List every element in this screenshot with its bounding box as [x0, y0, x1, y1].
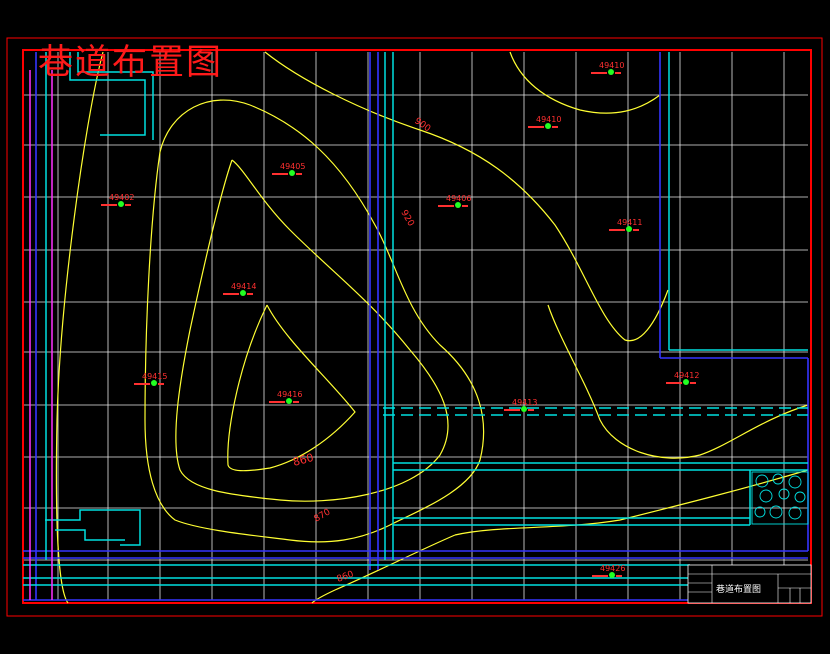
borehole: 49410 — [591, 61, 624, 75]
borehole-id: 49416 — [277, 390, 302, 399]
borehole-id: 49413 — [512, 398, 537, 407]
gravel-patch — [751, 471, 809, 525]
borehole-dot — [608, 69, 614, 75]
borehole: 49415 — [134, 372, 167, 386]
gravel-stone — [769, 505, 783, 519]
borehole-id: 49411 — [617, 218, 642, 227]
tunnel-line — [45, 509, 141, 546]
borehole-dot — [118, 201, 124, 207]
borehole-dot — [240, 290, 246, 296]
gravel-stone — [788, 475, 802, 489]
gravel-stone — [755, 474, 769, 488]
tunnel-line — [55, 529, 125, 541]
borehole-dot — [626, 226, 632, 232]
title-block-border — [687, 564, 812, 604]
gravel-stone — [754, 506, 766, 518]
gravel-patch-border — [751, 471, 809, 525]
gravel-stone — [794, 491, 806, 503]
borehole-dot — [521, 406, 527, 412]
tunnels-blue — [23, 52, 809, 601]
contour-line — [264, 51, 669, 342]
magenta-lines — [29, 70, 53, 600]
borehole-dot — [545, 123, 551, 129]
borehole-dot — [286, 398, 292, 404]
contour-line — [547, 304, 809, 459]
tunnels-cyan — [23, 52, 808, 586]
borehole-dot — [151, 380, 157, 386]
borehole-id: 49410 — [599, 61, 624, 70]
outer-frame — [6, 37, 823, 617]
borehole: 49413 — [504, 398, 537, 412]
borehole-id: 49415 — [142, 372, 167, 381]
title-block: 巷道布置图 — [687, 564, 812, 604]
contour-line — [144, 99, 485, 543]
borehole-dot — [609, 572, 615, 578]
borehole: 49414 — [223, 282, 256, 296]
borehole: 49411 — [609, 218, 642, 232]
contour-line — [509, 51, 661, 114]
borehole-id: 49402 — [109, 193, 134, 202]
borehole-id: 49426 — [600, 564, 625, 573]
inner-frame — [22, 49, 812, 604]
borehole-id: 49414 — [231, 282, 256, 291]
borehole-id: 49412 — [674, 371, 699, 380]
contour-line — [227, 304, 356, 472]
borehole: 49405 — [272, 162, 305, 176]
borehole-dot — [455, 202, 461, 208]
borehole: 49406 — [438, 194, 471, 208]
contour-line — [175, 159, 449, 502]
gravel-stone — [778, 488, 790, 500]
contour-label: 860 — [291, 451, 315, 469]
borehole: 49412 — [666, 371, 699, 385]
borehole: 49402 — [101, 193, 134, 207]
contour-line — [454, 469, 809, 536]
drawing-title: 巷道布置图 — [38, 43, 223, 83]
borehole: 49410 — [528, 115, 561, 129]
gravel-stone — [759, 489, 773, 503]
gravel-stone — [788, 506, 802, 520]
borehole-id: 49405 — [280, 162, 305, 171]
tunnel-line — [69, 52, 146, 136]
tunnel-line — [77, 52, 154, 140]
borehole: 49416 — [269, 390, 302, 404]
borehole-markers: 49410 49410 49405 49402 49406 49411 49414 49415… — [101, 61, 699, 578]
title-block-drawing-name: 巷道布置图 — [716, 583, 761, 595]
borehole-dot — [683, 379, 689, 385]
coordinate-grid — [24, 52, 808, 600]
borehole: 49426 — [592, 564, 625, 578]
borehole-dot — [289, 170, 295, 176]
borehole-id: 49406 — [446, 194, 471, 203]
borehole-id: 49410 — [536, 115, 561, 124]
gravel-stone — [772, 473, 784, 485]
